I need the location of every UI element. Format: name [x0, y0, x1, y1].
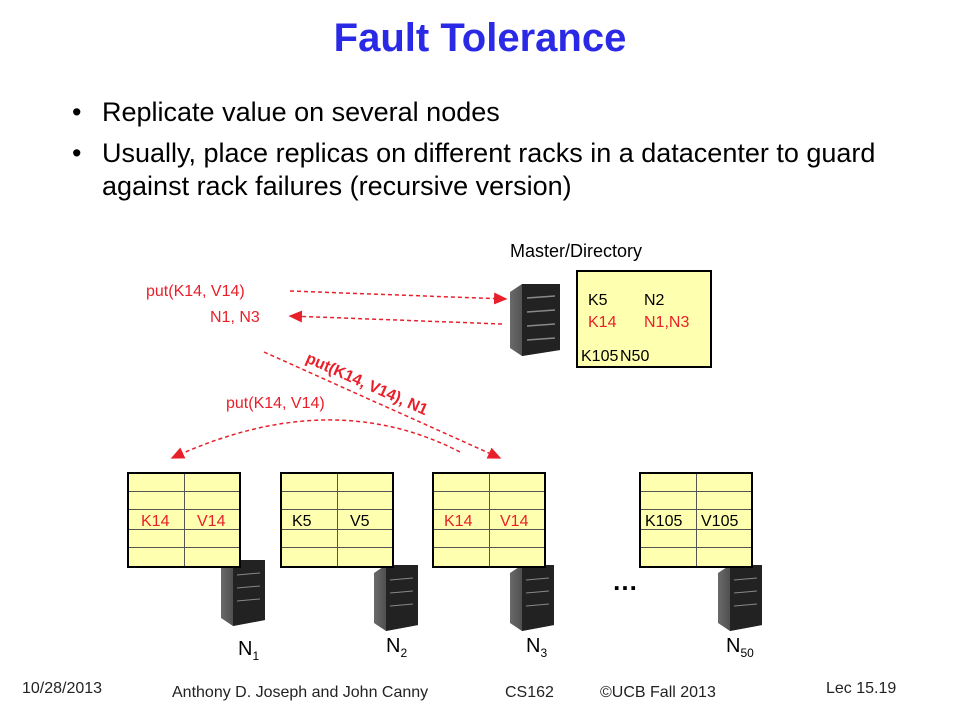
master-directory-label: Master/Directory	[510, 241, 643, 261]
arrow-put-to-n3	[263, 351, 502, 459]
node-table: K105 V105	[639, 472, 753, 568]
node-value: V14	[197, 513, 226, 530]
master-reply-label: N1, N3	[210, 309, 260, 326]
node-server-icon	[510, 565, 554, 631]
node-label: N50	[726, 635, 754, 660]
node-server-icon	[374, 565, 418, 631]
node-key: K105	[645, 513, 683, 530]
bullet-text: Usually, place replicas on different rac…	[102, 138, 876, 201]
node-table: K5 V5	[280, 472, 394, 568]
bullet-item: •Usually, place replicas on different ra…	[72, 138, 876, 201]
slide-title: Fault Tolerance	[333, 16, 627, 60]
bullet-text: Replicate value on several nodes	[102, 97, 500, 127]
footer-course: CS162	[505, 684, 554, 701]
master-key: K105	[581, 348, 619, 365]
footer-lecture: Lec 15.19	[826, 680, 897, 697]
arrow-put-to-master	[289, 290, 508, 305]
ellipsis: …	[612, 566, 638, 596]
master-value: N1,N3	[644, 314, 690, 331]
arrow-n3-to-n1	[170, 419, 461, 459]
node-label: N3	[526, 635, 548, 660]
node-server-icon	[718, 565, 762, 631]
node-table: K14 V14	[127, 472, 241, 568]
node-value: V5	[350, 513, 370, 530]
bullet-list: •Replicate value on several nodes •Usual…	[72, 96, 932, 211]
master-value: N50	[620, 348, 650, 365]
master-key: K5	[588, 292, 608, 309]
node-server-icon	[221, 560, 265, 626]
node-label: N2	[386, 635, 408, 660]
node-value: V105	[701, 513, 739, 530]
node-label: N1	[238, 638, 260, 663]
footer-copyright: ©UCB Fall 2013	[600, 684, 716, 701]
master-directory-table: K5 N2 K14 N1,N3 K105 N50	[576, 270, 712, 368]
master-server-icon	[510, 284, 560, 356]
arrow-master-reply	[288, 310, 503, 325]
bullet-item: •Replicate value on several nodes	[72, 97, 500, 127]
node-key: K5	[292, 513, 312, 530]
master-key: K14	[588, 314, 617, 331]
node-value: V14	[500, 513, 529, 530]
node-key: K14	[444, 513, 473, 530]
footer-date: 10/28/2013	[22, 680, 103, 697]
n3-to-n1-label: put(K14, V14)	[226, 395, 325, 412]
node-table: K14 V14	[432, 472, 546, 568]
master-value: N2	[644, 292, 665, 309]
put-to-master-label: put(K14, V14)	[146, 283, 245, 300]
footer-authors: Anthony D. Joseph and John Canny	[172, 684, 429, 701]
node-key: K14	[141, 513, 170, 530]
